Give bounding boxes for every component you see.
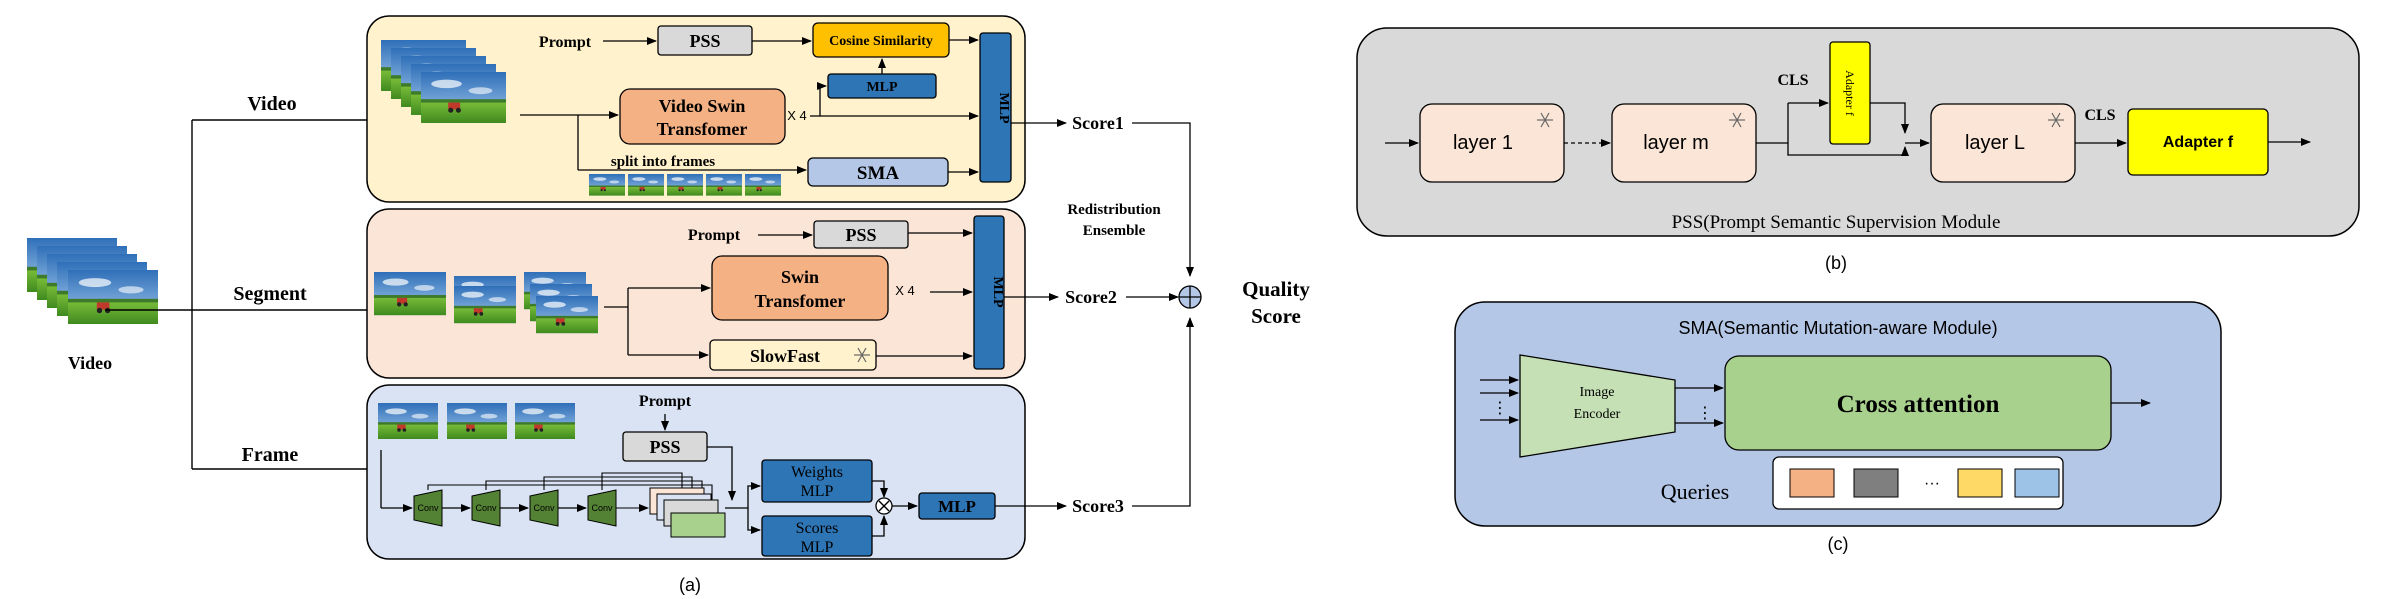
layerm-label: layer m <box>1643 132 1709 154</box>
frame-pss-label: PSS <box>649 437 680 457</box>
video-prompt-label: Prompt <box>539 34 592 51</box>
svg-text:⋮: ⋮ <box>1697 405 1713 422</box>
panel-a: Video Video Segment Frame Prompt PSS Cos… <box>27 15 1310 595</box>
video-mlp-vertical <box>979 32 1012 183</box>
query-token-1 <box>1789 468 1835 498</box>
split-frames-label: split into frames <box>611 154 715 170</box>
adapter-label: Adapter f <box>2163 134 2234 151</box>
video-swin-line1: Video Swin <box>659 96 746 116</box>
caption-c: (c) <box>1828 534 1849 554</box>
ensemble-sum-icon <box>1178 285 1202 309</box>
input-video-label: Video <box>68 353 112 373</box>
segment-x4-label: X 4 <box>895 283 915 298</box>
weights-mlp-line1: Weights <box>791 464 843 481</box>
caption-b: (b) <box>1825 253 1847 273</box>
branch-video-label: Video <box>247 93 296 115</box>
frame-prompt-label: Prompt <box>639 393 692 410</box>
segment-prompt-label: Prompt <box>688 227 741 244</box>
queries-ellipsis: ··· <box>1924 475 1940 492</box>
panel-c: SMA(Semantic Mutation-aware Module) ⋮ Im… <box>1454 301 2222 554</box>
split-frames-strip <box>589 174 781 196</box>
image-encoder-trapezoid <box>1519 354 1676 458</box>
cls-label-1: CLS <box>1777 72 1808 89</box>
segment-mlp-vertical-label: MLP <box>990 276 1005 308</box>
quality-score-line2: Score <box>1251 304 1301 328</box>
frame-images <box>378 403 575 439</box>
conv3-label: Conv <box>533 503 555 513</box>
weights-mlp-line2: MLP <box>801 483 834 500</box>
redistribution-line2: Ensemble <box>1083 223 1146 239</box>
input-video-stack <box>27 238 158 324</box>
cls-label-2: CLS <box>2084 107 2115 124</box>
quality-score-line1: Quality <box>1242 277 1310 301</box>
branch-segment-label: Segment <box>233 283 307 305</box>
adapter-vertical-box <box>1829 41 1871 145</box>
video-sma-label: SMA <box>857 163 900 184</box>
conv4-label: Conv <box>591 503 613 513</box>
segment-branch-box <box>366 208 1026 379</box>
video-pss-label: PSS <box>689 31 720 51</box>
branch-frame-label: Frame <box>242 444 299 466</box>
segment-swin-line2: Transfomer <box>755 291 846 311</box>
scores-mlp-line1: Scores <box>796 520 839 537</box>
svg-text:⋮: ⋮ <box>1492 400 1508 417</box>
segment-pss-label: PSS <box>845 225 876 245</box>
encoder-input-arrows: ⋮ <box>1480 376 1519 424</box>
redistribution-line1: Redistribution <box>1067 202 1161 218</box>
queries-label: Queries <box>1661 479 1729 504</box>
segment-swin-line1: Swin <box>781 267 819 287</box>
pss-module-title: PSS(Prompt Semantic Supervision Module <box>1672 212 2001 233</box>
slowfast-label: SlowFast <box>750 346 820 366</box>
layerL-label: layer L <box>1965 132 2025 154</box>
query-token-2 <box>1853 468 1899 498</box>
conv1-label: Conv <box>417 503 439 513</box>
scores-mlp-line2: MLP <box>801 539 834 556</box>
video-swin-box <box>619 88 786 145</box>
video-swin-line2: Transfomer <box>657 119 748 139</box>
segment-swin-box <box>711 255 889 321</box>
video-x4-label: X 4 <box>787 108 807 123</box>
score3-label: Score3 <box>1072 496 1124 516</box>
score1-label: Score1 <box>1072 113 1124 133</box>
cross-attention-label: Cross attention <box>1837 391 2000 418</box>
cosine-similarity-label: Cosine Similarity <box>829 34 933 49</box>
video-small-mlp-label: MLP <box>866 80 898 95</box>
query-token-3 <box>1957 468 2003 498</box>
encoder-line1: Image <box>1580 385 1615 400</box>
caption-a: (a) <box>679 575 701 595</box>
conv2-label: Conv <box>475 503 497 513</box>
segment-pss-box <box>813 220 909 249</box>
sma-module-title: SMA(Semantic Mutation-aware Module) <box>1678 318 1997 338</box>
panel-b: layer 1 layer m CLS Adapter f layer L CL… <box>1356 27 2360 273</box>
video-mlp-vertical-label: MLP <box>996 92 1011 124</box>
branch-lines <box>105 119 368 470</box>
segment-mlp-vertical <box>973 215 1005 370</box>
conv-stack: Conv Conv Conv Conv <box>413 489 617 527</box>
slowfast-box <box>709 339 877 371</box>
query-token-4 <box>2014 468 2060 498</box>
multiply-icon <box>875 497 893 515</box>
score2-label: Score2 <box>1065 287 1117 307</box>
encoder-line2: Encoder <box>1574 407 1621 422</box>
layer1-label: layer 1 <box>1453 132 1513 154</box>
adapter-vertical-label: Adapter f <box>1843 70 1857 116</box>
feature-maps <box>649 487 726 538</box>
encoder-output-arrows: ⋮ <box>1675 384 1724 427</box>
frame-mlp-label: MLP <box>938 497 976 516</box>
